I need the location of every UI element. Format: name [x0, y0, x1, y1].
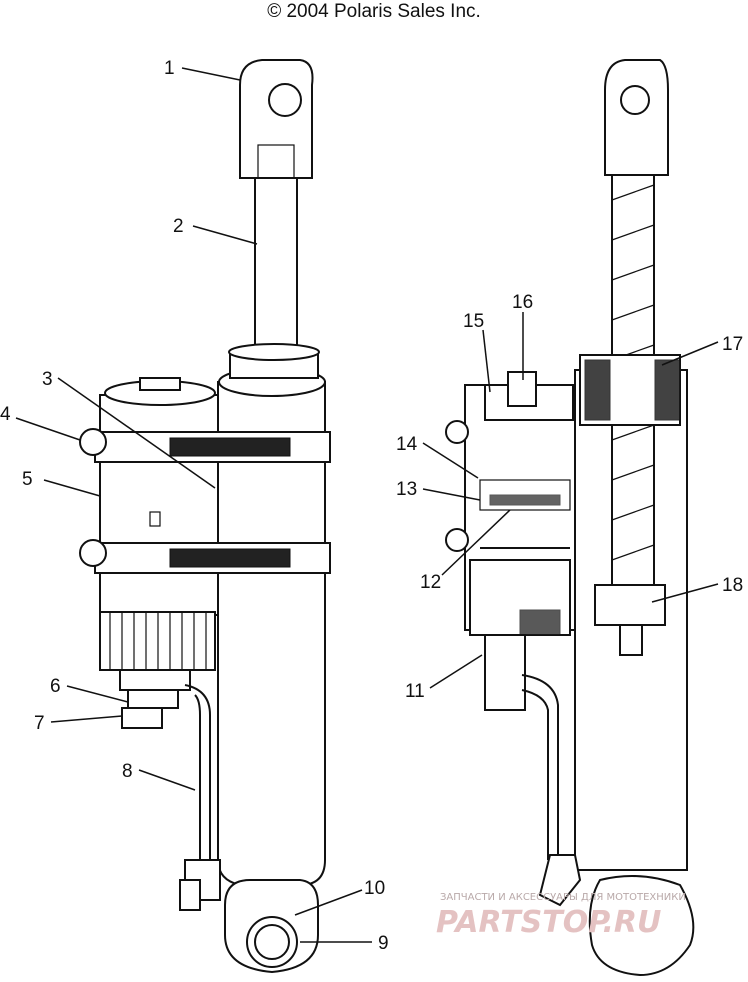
callout-5: 5 — [22, 469, 33, 490]
hose — [184, 684, 211, 880]
callout-2: 2 — [173, 216, 184, 237]
shaft — [254, 177, 298, 355]
left-shock-exterior-view — [79, 59, 331, 974]
callout-8: 8 — [122, 761, 133, 782]
callout-10: 10 — [364, 878, 385, 899]
callout-9: 9 — [378, 933, 389, 954]
callout-6: 6 — [50, 676, 61, 697]
callout-4: 4 — [0, 404, 11, 425]
callout-1: 1 — [164, 58, 175, 79]
callout-14: 14 — [396, 434, 418, 455]
callout-12: 12 — [420, 572, 441, 593]
callout-16: 16 — [512, 292, 533, 313]
cutaway-top-eyelet — [604, 59, 669, 176]
callout-18: 18 — [722, 575, 743, 596]
callout-17: 17 — [722, 334, 743, 355]
watermark: ЗАПЧАСТИ И АКСЕССУАРЫ ДЛЯ МОТОТЕХНИКИ PA… — [436, 892, 686, 940]
leader-lines — [15, 67, 719, 943]
callout-15: 15 — [463, 311, 484, 332]
watermark-tagline: ЗАПЧАСТИ И АКСЕССУАРЫ ДЛЯ МОТОТЕХНИКИ — [440, 892, 686, 903]
callout-13: 13 — [396, 479, 417, 500]
callout-11: 11 — [405, 681, 425, 702]
reservoir-body — [99, 394, 219, 616]
top-eyelet — [239, 59, 314, 179]
right-shock-cutaway-view — [445, 59, 695, 977]
watermark-brand: PARTSTOP.RU — [436, 905, 661, 940]
callout-7: 7 — [34, 713, 45, 734]
piston — [594, 584, 666, 626]
callout-labels: 1 2 3 4 5 6 7 8 9 10 11 12 13 14 15 16 1… — [0, 58, 743, 954]
copyright-notice: © 2004 Polaris Sales Inc. — [267, 1, 481, 22]
callout-3: 3 — [42, 369, 53, 390]
valve-block — [484, 634, 526, 711]
